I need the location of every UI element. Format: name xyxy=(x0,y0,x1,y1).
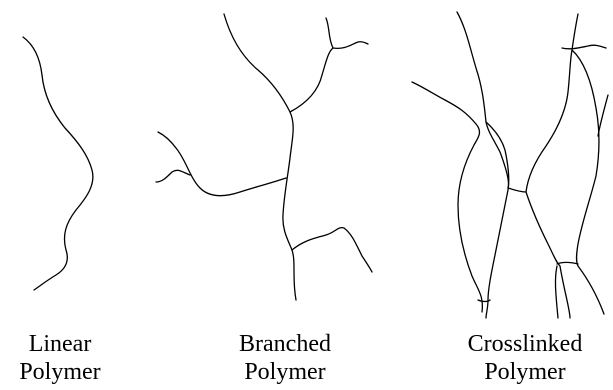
crosslinked-chain-4 xyxy=(526,14,578,192)
crosslinked-polymer-label: Crosslinked Polymer xyxy=(440,330,610,386)
branched-label-line2: Polymer xyxy=(200,358,370,386)
branched-polymer-label: Branched Polymer xyxy=(200,330,370,386)
crosslinked-label-line1: Crosslinked xyxy=(440,330,610,358)
branched-label-line1: Branched xyxy=(200,330,370,358)
branched-upper-twig-a xyxy=(326,18,333,48)
branched-lower-branch xyxy=(292,228,372,272)
crosslinked-link-bottom xyxy=(557,263,578,265)
crosslinked-chain-6 xyxy=(572,50,604,314)
crosslinked-chain-5 xyxy=(526,192,570,318)
linear-label-line1: Linear xyxy=(0,330,120,358)
linear-label-line2: Polymer xyxy=(0,358,120,386)
branched-upper-twig-b xyxy=(333,42,368,49)
linear-chain-line xyxy=(23,37,93,290)
branched-main-chain xyxy=(224,14,296,300)
branched-polymer xyxy=(156,14,372,300)
branched-left-branch xyxy=(158,132,286,196)
crosslinked-chain-2 xyxy=(457,12,509,188)
linear-polymer-chain xyxy=(23,37,93,290)
branched-upper-branch xyxy=(290,48,333,112)
linear-polymer-label: Linear Polymer xyxy=(0,330,120,386)
crosslinked-link-top xyxy=(562,45,606,49)
crosslinked-chain-7 xyxy=(555,266,558,318)
crosslinked-label-line2: Polymer xyxy=(440,358,610,386)
crosslinked-polymer xyxy=(412,12,608,318)
branched-left-twig xyxy=(156,170,190,182)
crosslinked-chain-1 xyxy=(412,82,482,312)
crosslinked-chain-8 xyxy=(598,95,608,136)
crosslinked-link-middle xyxy=(508,188,526,192)
crosslinked-chain-3 xyxy=(486,122,509,318)
